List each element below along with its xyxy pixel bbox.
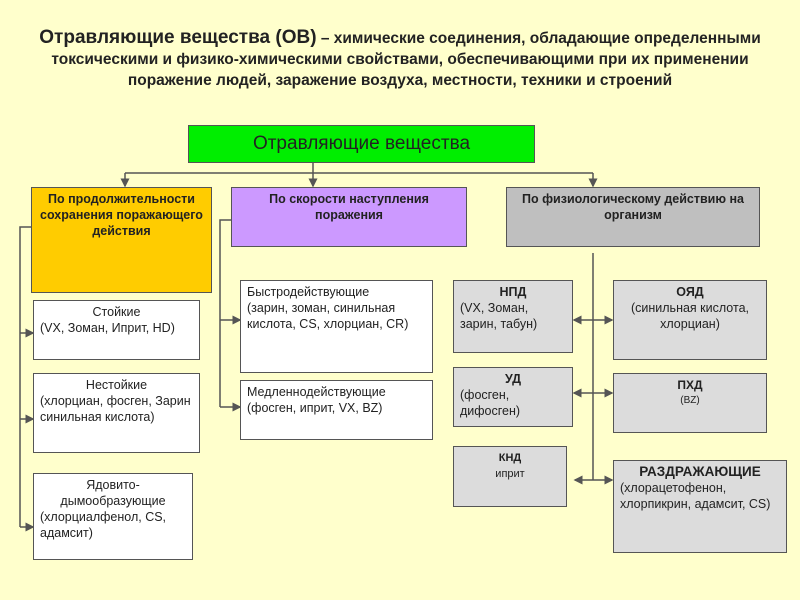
item-examples: (фосген, дифосген) (460, 388, 521, 418)
root-label: Отравляющие вещества (252, 133, 471, 154)
item-npd: НПД (VX, Зоман, зарин, табун) (453, 280, 573, 353)
title-definition: – химические соединения, обладающие опре… (51, 30, 761, 89)
category-duration-label: По продолжительности сохранения поражающ… (40, 192, 203, 238)
item-name: Медленнодействующие (247, 385, 386, 399)
title-term: Отравляющие вещества (ОВ) (39, 27, 317, 48)
item-name: Быстродействующие (247, 285, 370, 299)
item-yadovito: Ядовито-дымообразующие (хлорциалфенол, C… (33, 473, 193, 560)
category-duration: По продолжительности сохранения поражающ… (31, 187, 212, 293)
item-name: НПД (499, 285, 527, 299)
item-knd: КНД иприт (453, 446, 567, 507)
item-razdrazh: РАЗДРАЖАЮЩИЕ (хлорацетофенон, хлорпикрин… (613, 460, 787, 553)
item-ud: УД (фосген, дифосген) (453, 367, 573, 427)
item-name: ПХД (677, 378, 703, 392)
category-speed-label: По скорости наступления поражения (269, 192, 429, 222)
category-physiological: По физиологическому действию на организм (506, 187, 760, 247)
item-examples: (зарин, зоман, синильная кислота, CS, хл… (247, 301, 409, 331)
item-examples: (BZ) (680, 395, 700, 406)
item-examples: (VX, Зоман, Иприт, HD) (40, 321, 175, 335)
item-name: Ядовито-дымообразующие (60, 478, 166, 508)
item-name: РАЗДРАЖАЮЩИЕ (639, 464, 761, 479)
item-examples: (фосген, иприт, VX, BZ) (247, 401, 383, 415)
item-examples: (хлорциан, фосген, Зарин синильная кисло… (40, 394, 191, 424)
category-speed: По скорости наступления поражения (231, 187, 467, 247)
item-phd: ПХД (BZ) (613, 373, 767, 433)
item-stoikie: Стойкие (VX, Зоман, Иприт, HD) (33, 300, 200, 360)
item-examples: (хлорциалфенол, CS, адамсит) (40, 510, 167, 540)
item-examples: (VX, Зоман, зарин, табун) (460, 301, 538, 331)
item-examples: (хлорацетофенон, хлорпикрин, адамсит, CS… (620, 481, 771, 511)
item-bystro: Быстродействующие (зарин, зоман, синильн… (240, 280, 433, 373)
item-name: УД (504, 372, 522, 386)
slide-title: Отравляющие вещества (ОВ) – химические с… (20, 27, 780, 91)
item-name: ОЯД (676, 285, 704, 299)
item-oyad: ОЯД (синильная кислота, хлорциан) (613, 280, 767, 360)
item-nestoikie: Нестойкие (хлорциан, фосген, Зарин синил… (33, 373, 200, 453)
category-physiological-label: По физиологическому действию на организм (522, 192, 744, 222)
item-examples: иприт (495, 468, 525, 480)
item-name: Нестойкие (85, 378, 148, 392)
root-box: Отравляющие вещества (188, 125, 535, 163)
item-name: Стойкие (92, 305, 141, 319)
item-medlenno: Медленнодействующие (фосген, иприт, VX, … (240, 380, 433, 440)
item-name: КНД (498, 452, 522, 464)
item-examples: (синильная кислота, хлорциан) (630, 301, 749, 331)
